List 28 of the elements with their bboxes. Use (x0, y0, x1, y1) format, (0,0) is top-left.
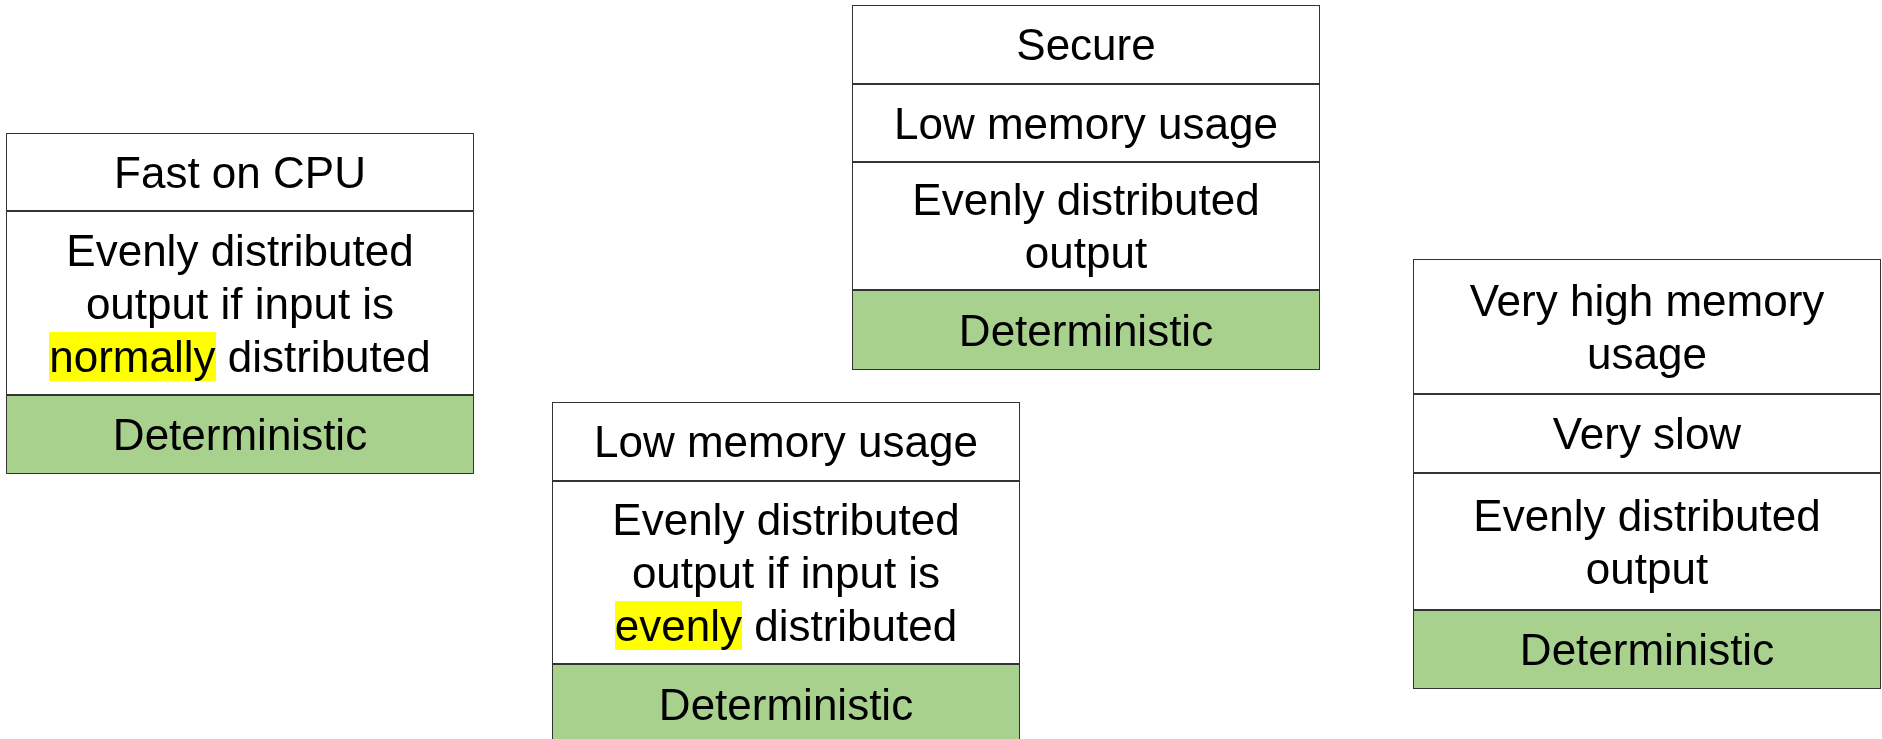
property-row (1413, 259, 1881, 394)
property-text: Secure (1015, 19, 1157, 71)
property-row (6, 133, 474, 211)
property-text: Low memory usage (893, 97, 1279, 150)
property-text: Deterministic (957, 304, 1215, 357)
property-row (1413, 473, 1881, 610)
property-text: Very slow (1551, 408, 1743, 460)
property-row (1413, 394, 1881, 473)
property-row (852, 5, 1320, 84)
highlighted-row (552, 664, 1020, 739)
property-row (552, 402, 1020, 481)
property-text: Deterministic (111, 409, 369, 461)
property-text: Evenly distributed output if input is normally distributed (48, 224, 432, 383)
property-text: Very high memory usage (1468, 274, 1826, 380)
property-text: Low memory usage (593, 416, 979, 468)
property-text: Evenly distributed output (911, 174, 1261, 279)
property-text: Deterministic (1518, 624, 1776, 676)
property-text: Fast on CPU (113, 146, 367, 199)
property-row (6, 211, 474, 395)
property-text: Evenly distributed output if input is evenly distributed (611, 494, 961, 652)
property-row (552, 481, 1020, 664)
highlighted-row (1413, 610, 1881, 689)
property-text: Evenly distributed output (1472, 489, 1822, 595)
highlighted-row (6, 395, 474, 474)
property-text: Deterministic (657, 678, 915, 731)
property-row (852, 162, 1320, 290)
highlighted-row (852, 290, 1320, 370)
property-row (852, 84, 1320, 162)
